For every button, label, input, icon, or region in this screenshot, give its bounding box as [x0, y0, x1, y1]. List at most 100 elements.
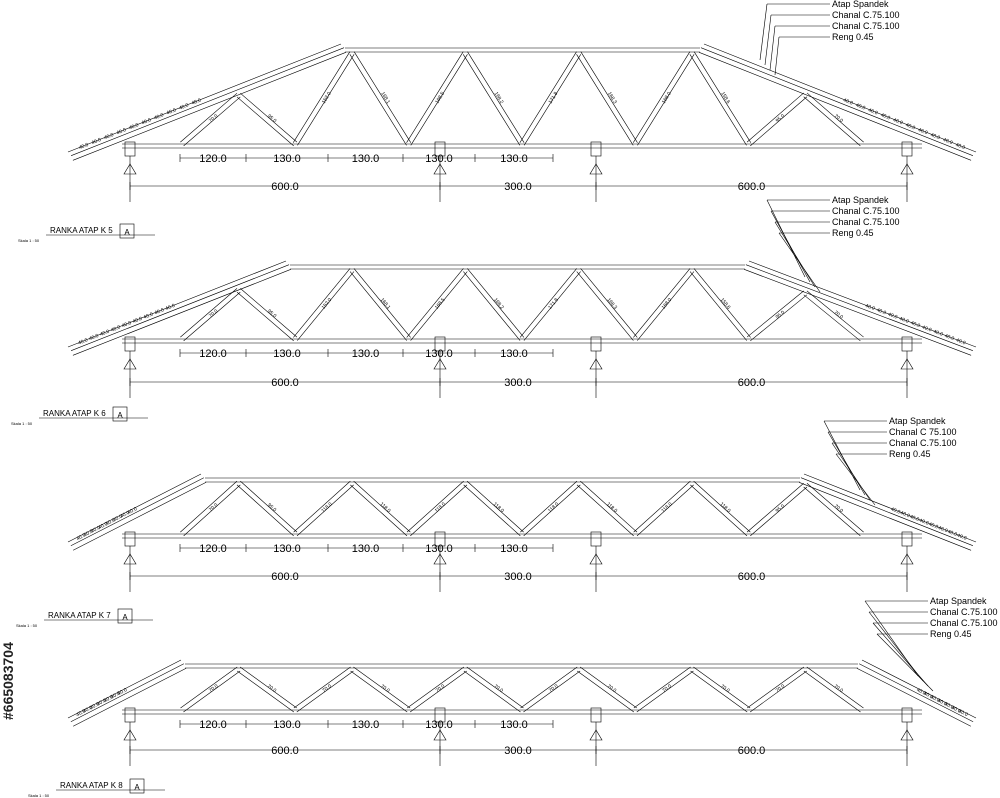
member-edge [856, 667, 972, 727]
top-chord [205, 477, 800, 483]
rafter-segment-label: 40.0 [91, 137, 102, 146]
title-symbol-box [119, 223, 135, 239]
rafter-segment-label: 40.0 [864, 303, 875, 312]
rafter-segment-label: 40.0 [116, 127, 127, 136]
member-edge [292, 51, 351, 143]
member-edge [806, 92, 864, 143]
web-diagonal [633, 268, 695, 341]
rafter-segment-label: 40.0 [929, 694, 941, 704]
member-edge [236, 291, 294, 342]
web-length-label: 70.0 [606, 683, 618, 694]
member-edge [183, 484, 241, 537]
member-edge [239, 666, 297, 709]
member-edge [746, 92, 804, 143]
member-edge [523, 670, 581, 713]
rafter-segment-label: 40.0 [90, 525, 102, 535]
roof-sheet-right [703, 43, 977, 153]
member-edge [698, 52, 972, 161]
member-edge [800, 477, 974, 546]
rafter-segment-label: 40.0 [105, 517, 117, 527]
web-diagonal [803, 666, 864, 713]
bottom-dimension: 130.0 [500, 543, 528, 555]
member-edge [466, 480, 524, 533]
member-edge [72, 52, 347, 161]
member-edge [410, 271, 468, 341]
rafter-segment-label: 40.0 [915, 687, 927, 697]
member-edge [633, 666, 691, 709]
overall-dimension: 600.0 [271, 571, 299, 583]
member-edge [633, 480, 691, 533]
web-diagonal [577, 666, 637, 713]
material-label: Reng 0.45 [832, 228, 874, 238]
member-edge [636, 484, 694, 537]
member-edge [293, 480, 351, 533]
member-edge [749, 670, 807, 713]
material-label: Chanal C 75.100 [889, 427, 957, 437]
web-length-label: 70.0 [208, 308, 219, 319]
overall-dimension: 300.0 [504, 745, 532, 757]
web-length-label: 70.0 [775, 683, 787, 694]
web-diagonal [237, 666, 297, 713]
web-diagonal [519, 268, 581, 341]
web-length-label: 168.2 [493, 91, 505, 105]
material-label: Chanal C.75.100 [832, 10, 900, 20]
member-edge [803, 670, 861, 713]
rafter-segment-label: 40.0 [112, 514, 124, 524]
overall-dimension: 600.0 [271, 181, 299, 193]
member-edge [693, 51, 752, 143]
member-edge [353, 480, 411, 533]
member-edge [576, 54, 634, 146]
member-edge [349, 271, 407, 341]
title-symbol: A [117, 411, 123, 420]
roof-sheet-left [67, 473, 202, 543]
member-edge [750, 486, 808, 537]
member-edge [72, 269, 292, 356]
web-diagonal [236, 92, 298, 147]
rafter-segment-label: 40.0 [909, 514, 920, 523]
rafter-segment-label: 40.0 [937, 525, 948, 534]
scale-text: Skala 1 : 50 [28, 793, 50, 798]
right-rafter [698, 47, 974, 161]
bottom-dimension: 120.0 [199, 719, 227, 731]
material-label: Atap Spandek [832, 0, 889, 9]
web-diagonal [690, 666, 751, 713]
bottom-dimension: 130.0 [352, 153, 380, 165]
rafter-segment-label: 40.0 [947, 529, 958, 538]
rafter-segment-label: 40.0 [943, 701, 955, 711]
member-edge [803, 486, 861, 537]
rafter-segment-label: 40.0 [957, 708, 969, 718]
rafter-segment-label: 40.0 [119, 510, 131, 520]
member-edge [406, 51, 464, 143]
web-length-label: 70.0 [208, 113, 219, 124]
rafter-segment-label: 40.0 [942, 137, 953, 146]
member-edge [747, 666, 805, 709]
top-chord [345, 47, 700, 53]
support-1 [123, 141, 137, 202]
web-diagonal [293, 268, 355, 341]
web-diagonal [576, 480, 638, 537]
member-edge [237, 670, 295, 713]
rafter-segment-label: 40.0 [880, 112, 891, 121]
member-edge [520, 666, 578, 709]
support-3 [589, 336, 603, 398]
web-diagonal [803, 290, 864, 342]
web-diagonal [463, 666, 524, 713]
web-length-label: 168.0 [661, 91, 673, 105]
member-edge [519, 268, 577, 338]
rafter-segment-label: 40.0 [918, 518, 929, 527]
member-edge [297, 271, 355, 341]
web-diagonal [689, 51, 752, 146]
rafter-segment-label: 40.0 [132, 316, 143, 325]
scale-text: Skala 1 : 50 [16, 623, 38, 628]
rafter-segment-label: 40.0 [887, 312, 898, 321]
rafter-segment-label: 40.0 [166, 107, 177, 116]
member-edge [689, 271, 747, 341]
support-2 [433, 141, 447, 202]
support-4 [900, 531, 914, 592]
rafter-segment-label: 40.0 [917, 127, 928, 136]
member-edge [803, 294, 861, 342]
rafter-segment-label: 40.0 [153, 112, 164, 121]
rafter-segment-label: 40.0 [110, 691, 122, 701]
rafter-segment-label: 40.0 [936, 698, 948, 708]
